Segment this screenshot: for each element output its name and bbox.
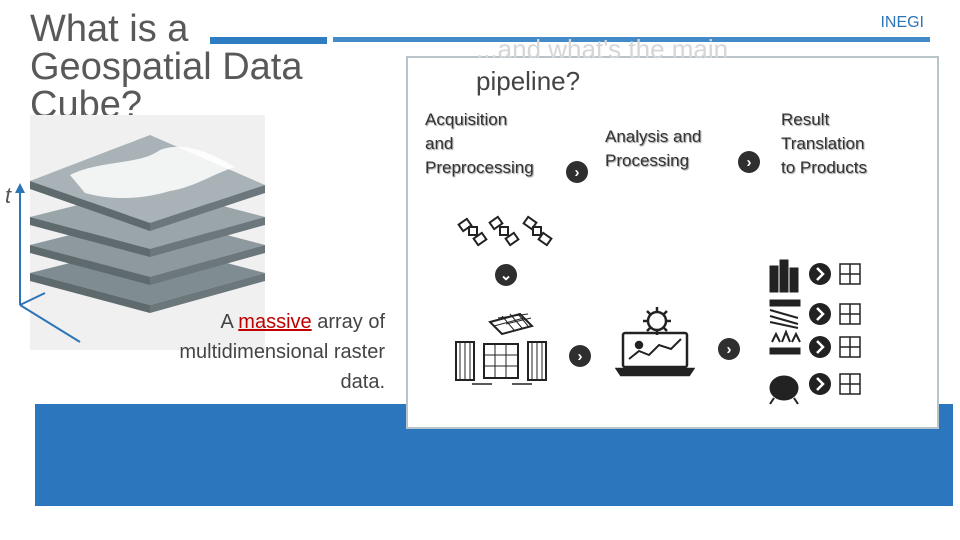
satellite-icon: [457, 217, 488, 247]
stage-analysis-line-2: Processing: [605, 151, 690, 170]
desc-line-3: data.: [340, 371, 385, 393]
y-axis: [19, 292, 46, 306]
satellite-icon: [522, 215, 553, 247]
title-line-2: Geospatial Data: [30, 46, 303, 88]
stage-result: Result Translation to Products: [781, 108, 867, 180]
title-line-1: What is a: [30, 8, 189, 50]
cube-layer-1: [30, 135, 265, 231]
desc-suffix: array of: [311, 311, 385, 333]
time-axis-label: t: [5, 183, 12, 208]
raster-cubes-icon: [455, 312, 547, 385]
chevron-right-icon: ›: [569, 345, 591, 367]
chevron-right-icon: ›: [738, 151, 760, 173]
stage-analysis-line-1: Analysis and: [605, 127, 702, 146]
stage-result-line-2: Translation: [781, 134, 865, 153]
buildings-icon: [769, 259, 799, 293]
stage-result-line-3: to Products: [781, 158, 867, 177]
data-cube-illustration: [15, 115, 265, 350]
map-icon: [839, 263, 861, 285]
chevron-right-icon: [809, 263, 831, 285]
product-icons: [769, 259, 861, 405]
map-icon: [839, 303, 861, 325]
stage-result-line-1: Result: [781, 110, 830, 129]
desc-line-2: multidimensional raster: [179, 341, 385, 363]
pipeline-title: ...and what's the main pipeline?: [476, 33, 728, 97]
stage-acquisition-line-2: and: [425, 134, 454, 153]
analysis-laptop-icon: [615, 307, 695, 377]
houses-fields-icon: [769, 299, 801, 329]
chevron-right-icon: [809, 373, 831, 395]
crops-icon: [769, 329, 801, 355]
vegetation-icon: [769, 375, 799, 405]
satellite-icons: [457, 215, 553, 247]
stage-acquisition: Acquisition and Preprocessing: [425, 108, 534, 180]
chevron-right-icon: [809, 336, 831, 358]
satellite-icon: [488, 215, 520, 247]
x-axis: [19, 304, 81, 343]
chevron-right-icon: [809, 303, 831, 325]
stage-acquisition-line-3: Preprocessing: [425, 158, 534, 177]
pipeline-title-main: pipeline?: [476, 66, 581, 96]
map-icon: [839, 373, 861, 395]
chevron-right-icon: ›: [566, 161, 588, 183]
accent-bar-left: [210, 37, 327, 44]
stage-acquisition-line-1: Acquisition: [425, 110, 508, 129]
chevron-right-icon: ›: [718, 338, 740, 360]
slide-title: What is a Geospatial Data Cube?: [30, 10, 303, 124]
map-icon: [839, 336, 861, 358]
desc-highlight: massive: [238, 311, 312, 333]
pipeline-title-ghost: ...and what's the main: [476, 34, 729, 64]
cube-description: A massive array of multidimensional rast…: [85, 307, 385, 397]
accent-bar-right: [333, 37, 930, 42]
stage-analysis: Analysis and Processing: [605, 125, 701, 173]
org-label: INEGI: [880, 14, 924, 31]
chevron-down-icon: ⌄: [495, 264, 517, 286]
desc-prefix: A: [220, 311, 239, 333]
